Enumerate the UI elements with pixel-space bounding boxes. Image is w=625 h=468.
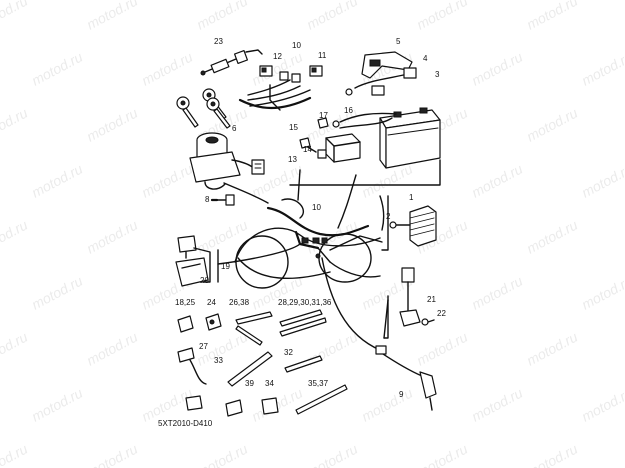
diagram-code: 5XT2010-D410	[158, 419, 213, 428]
watermark-text: motod.ru	[29, 272, 85, 312]
sensor-21	[399, 267, 435, 327]
label-part-10-mid: 10	[312, 203, 321, 212]
connector-group	[238, 65, 323, 109]
label-part-2: 2	[386, 212, 391, 221]
label-part-20: 20	[200, 276, 209, 285]
label-part-22: 22	[437, 309, 446, 318]
watermark-text: motod.ru	[414, 440, 470, 468]
watermark-text: motod.ru	[194, 0, 250, 33]
label-part-18-25: 18,25	[175, 298, 196, 307]
watermark-text: motod.ru	[139, 48, 195, 88]
watermark-text: motod.ru	[84, 104, 140, 144]
watermark-text: motod.ru	[29, 160, 85, 200]
label-part-35-37: 35,37	[308, 379, 329, 388]
bolt-8	[210, 194, 235, 206]
watermark-text: motod.ru	[29, 48, 85, 88]
watermark-text: motod.ru	[579, 272, 625, 312]
watermark-text: motod.ru	[469, 160, 525, 200]
label-part-15: 15	[289, 123, 298, 132]
label-part-10-top: 10	[292, 41, 301, 50]
watermark-text: motod.ru	[84, 328, 140, 368]
watermark-text: motod.ru	[84, 440, 140, 468]
watermark-text: motod.ru	[304, 440, 360, 468]
label-part-16: 16	[344, 106, 353, 115]
watermark-text: motod.ru	[414, 0, 470, 33]
label-part-5: 5	[396, 37, 401, 46]
label-part-21: 21	[427, 295, 436, 304]
watermark-text: motod.ru	[0, 440, 30, 468]
battery-lead	[345, 67, 417, 96]
watermark-text: motod.ru	[194, 440, 250, 468]
cable-9	[375, 345, 437, 411]
label-part-33: 33	[214, 356, 223, 365]
label-part-12: 12	[273, 52, 282, 61]
watermark-text: motod.ru	[469, 48, 525, 88]
label-part-32: 32	[284, 348, 293, 357]
small-parts	[177, 313, 279, 417]
bracket-top	[269, 84, 281, 111]
battery-strap	[361, 51, 413, 79]
watermark-text: motod.ru	[579, 160, 625, 200]
watermark-text: motod.ru	[524, 328, 580, 368]
relay-19-20	[175, 235, 211, 287]
battery	[379, 107, 441, 169]
bracket-sensor	[383, 295, 389, 339]
watermark-text: motod.ru	[0, 0, 30, 33]
watermark-text: motod.ru	[0, 328, 30, 368]
watermark-text: motod.ru	[0, 216, 30, 256]
label-part-27: 27	[199, 342, 208, 351]
watermark-text: motod.ru	[139, 160, 195, 200]
label-part-17: 17	[319, 111, 328, 120]
ignition-switch	[189, 132, 265, 190]
label-part-19: 19	[221, 262, 230, 271]
label-part-4: 4	[423, 54, 428, 63]
watermark-text: motod.ru	[469, 272, 525, 312]
relay-assembly	[299, 117, 361, 163]
watermark-text: motod.ru	[524, 0, 580, 33]
label-part-39: 39	[245, 379, 254, 388]
watermark-text: motod.ru	[304, 0, 360, 33]
label-part-1: 1	[409, 193, 414, 202]
label-part-26-38: 26,38	[229, 298, 250, 307]
label-part-3: 3	[435, 70, 440, 79]
label-part-23: 23	[214, 37, 223, 46]
label-part-14: 14	[303, 145, 312, 154]
watermark-text: motod.ru	[29, 384, 85, 424]
watermark-text: motod.ru	[84, 0, 140, 33]
watermark-text: motod.ru	[414, 328, 470, 368]
label-part-8: 8	[205, 195, 210, 204]
watermark-text: motod.ru	[579, 48, 625, 88]
label-part-9: 9	[399, 390, 404, 399]
label-part-13: 13	[288, 155, 297, 164]
keys	[176, 88, 231, 129]
label-part-28-36: 28,29,30,31,36	[278, 298, 332, 307]
watermark-text: motod.ru	[0, 104, 30, 144]
part-labels: 23 10 12 11 5 4 3 17 16 15 14 13 6 8 10 …	[158, 37, 446, 428]
watermark-text: motod.ru	[524, 440, 580, 468]
watermark-text: motod.ru	[469, 384, 525, 424]
bracket-rectifier	[381, 195, 389, 251]
watermark-text: motod.ru	[524, 104, 580, 144]
label-part-24: 24	[207, 298, 216, 307]
label-part-11: 11	[318, 51, 327, 60]
bracket-battery	[289, 159, 441, 186]
cable-ties	[227, 309, 348, 415]
cable-16	[332, 112, 397, 129]
watermark-text: motod.ru	[524, 216, 580, 256]
watermark-text: motod.ru	[84, 216, 140, 256]
label-part-6: 6	[232, 124, 237, 133]
part-23-cable	[200, 49, 263, 76]
label-part-34: 34	[265, 379, 274, 388]
watermark-text: motod.ru	[359, 384, 415, 424]
watermark-text: motod.ru	[579, 384, 625, 424]
rectifier	[389, 205, 437, 247]
